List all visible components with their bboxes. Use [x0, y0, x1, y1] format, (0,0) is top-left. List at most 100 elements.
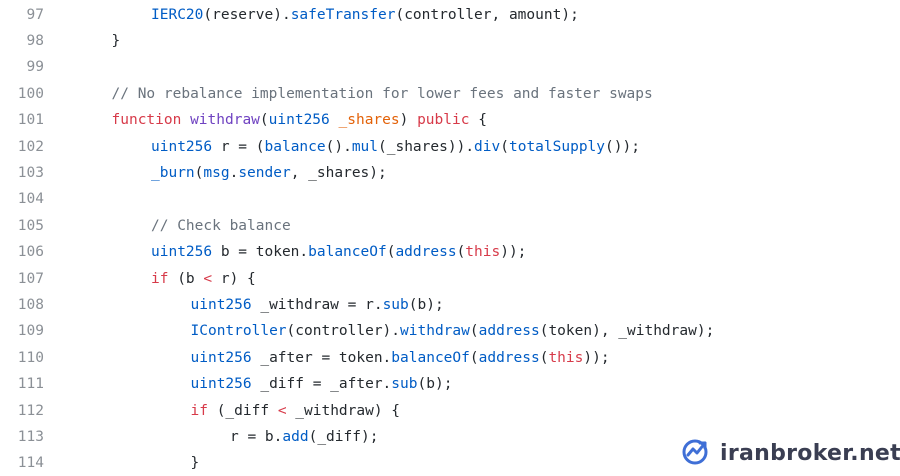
code-token: ));: [583, 349, 610, 366]
line-number: 110: [17, 349, 44, 366]
code-text: }: [191, 450, 200, 476]
code-line: 99: [0, 54, 900, 80]
code-line: 102 uint256 r = (balance().mul(_shares)).…: [0, 134, 900, 160]
code-token: (: [456, 244, 466, 261]
code-token: _burn: [151, 164, 195, 181]
line-number: 100: [17, 85, 44, 102]
code-token: (: [469, 349, 479, 366]
code-token: // Check balance: [151, 217, 291, 234]
code-line: 107 if (b < r) {: [0, 266, 900, 292]
code-text: uint256 r = (balance().mul(_shares)).div…: [151, 134, 640, 160]
line-number: 98: [26, 32, 44, 49]
code-token: uint256: [268, 112, 339, 129]
code-token: sub: [391, 376, 418, 393]
chart-growth-icon: [680, 435, 712, 471]
line-number: 109: [17, 323, 44, 340]
code-line: 113 r = b.add(_diff);: [0, 424, 900, 450]
code-text: uint256 _diff = _after.sub(b);: [191, 371, 453, 397]
code-token: ());: [605, 138, 640, 155]
code-token: uint256: [151, 244, 213, 261]
code-line: 104: [0, 186, 900, 212]
code-token: msg: [203, 164, 230, 181]
code-token: uint256: [151, 138, 213, 155]
watermark-text: iranbroker.net: [720, 440, 900, 466]
code-token: (: [194, 164, 204, 181]
code-token: public: [417, 112, 470, 129]
code-token: r = b.: [230, 428, 283, 445]
code-text: if (_diff < _withdraw) {: [191, 398, 401, 424]
code-token: (: [469, 323, 479, 340]
code-token: IController: [190, 323, 287, 340]
line-number: 111: [17, 376, 44, 393]
code-token: (controller).: [286, 323, 401, 340]
code-token: b = token.: [212, 244, 309, 261]
code-token: (b: [168, 270, 204, 287]
code-token: ): [399, 112, 418, 129]
code-line: 103 _burn(msg.sender, _shares);: [0, 160, 900, 186]
code-token: (_diff: [207, 402, 278, 419]
code-token: this: [465, 244, 501, 261]
code-line: 105 // Check balance: [0, 213, 900, 239]
code-token: _withdraw) {: [286, 402, 401, 419]
code-token: (: [539, 349, 549, 366]
line-number: 107: [17, 270, 44, 287]
line-number: 104: [17, 191, 44, 208]
code-token: (: [386, 244, 396, 261]
code-token: (reserve).: [203, 6, 291, 23]
code-text: uint256 _withdraw = r.sub(b);: [191, 292, 444, 318]
code-text: // No rebalance implementation for lower…: [112, 81, 653, 107]
code-text: }: [112, 28, 121, 54]
code-token: // No rebalance implementation for lower…: [111, 85, 653, 102]
code-token: uint256: [190, 376, 252, 393]
code-text: r = b.add(_diff);: [230, 424, 378, 450]
code-token: safeTransfer: [290, 6, 396, 23]
line-number: 103: [17, 164, 44, 181]
code-token: _diff = _after.: [251, 376, 392, 393]
code-token: _shares: [338, 112, 400, 129]
code-token: address: [395, 244, 457, 261]
code-token: _after = token.: [251, 349, 392, 366]
code-token: if: [151, 270, 169, 287]
watermark: iranbroker.net: [680, 436, 900, 470]
code-token: withdraw: [190, 112, 260, 129]
line-number: 114: [17, 455, 44, 472]
code-token: address: [478, 323, 540, 340]
code-token: ().: [325, 138, 352, 155]
code-token: .: [229, 164, 239, 181]
code-token: <: [203, 270, 213, 287]
code-line: 98}: [0, 28, 900, 54]
code-token: sender: [238, 164, 291, 181]
line-number: 99: [26, 59, 44, 76]
code-text: IController(controller).withdraw(address…: [191, 318, 715, 344]
code-text: function withdraw(uint256 _shares) publi…: [112, 107, 487, 133]
code-text: IERC20(reserve).safeTransfer(controller,…: [151, 2, 579, 28]
line-number: 112: [17, 402, 44, 419]
line-number: 101: [17, 112, 44, 129]
code-token: (: [500, 138, 509, 155]
code-text: // Check balance: [151, 213, 291, 239]
line-number: 102: [17, 138, 44, 155]
line-number: 108: [17, 296, 44, 313]
line-number: 105: [17, 217, 44, 234]
code-token: {: [469, 112, 487, 129]
code-token: sub: [382, 296, 409, 313]
code-token: this: [548, 349, 584, 366]
code-token: IERC20: [151, 6, 204, 23]
code-token: uint256: [190, 296, 252, 313]
code-token: add: [282, 428, 309, 445]
code-token: }: [111, 32, 121, 49]
code-token: _withdraw = r.: [251, 296, 383, 313]
code-line: 111 uint256 _diff = _after.sub(b);: [0, 371, 900, 397]
code-token: uint256: [190, 349, 252, 366]
code-token: (b);: [417, 376, 453, 393]
code-text: _burn(msg.sender, _shares);: [151, 160, 387, 186]
code-token: balanceOf: [391, 349, 470, 366]
code-token: <: [277, 402, 287, 419]
line-number: 113: [17, 428, 44, 445]
code-token: r) {: [212, 270, 256, 287]
code-token: (_shares)).: [378, 138, 475, 155]
code-token: div: [474, 138, 501, 155]
code-token: address: [478, 349, 540, 366]
code-token: (token), _withdraw);: [539, 323, 715, 340]
